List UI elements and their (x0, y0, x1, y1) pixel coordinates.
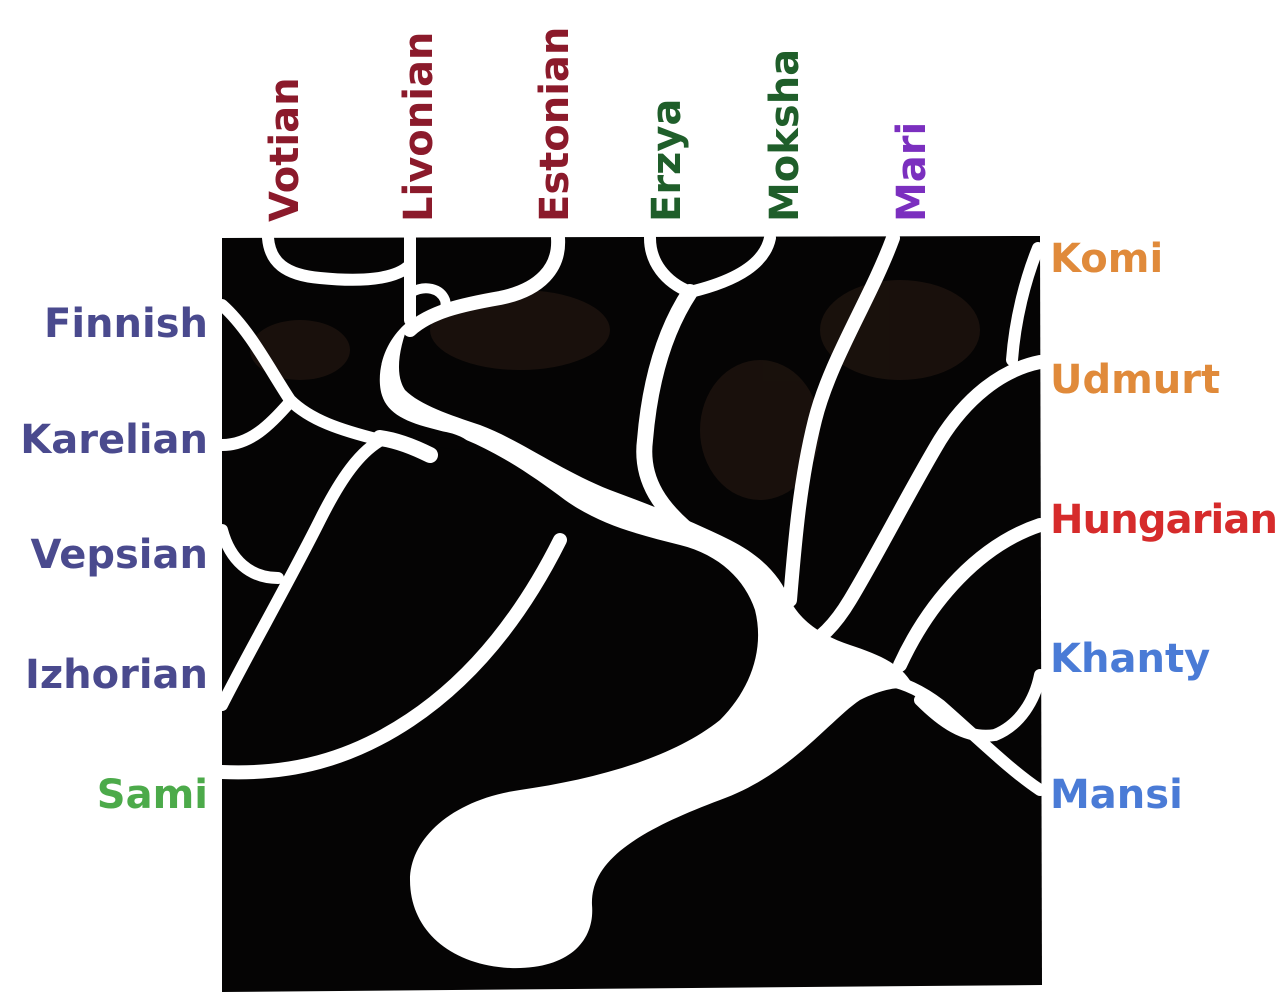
language-label-hungarian: Hungarian (1050, 497, 1278, 543)
language-label-moksha: Moksha (762, 49, 808, 222)
language-label-khanty: Khanty (1050, 636, 1210, 682)
top-labels: Votian Livonian Estonian Erzya Moksha Mari (262, 27, 935, 222)
language-label-finnish: Finnish (44, 301, 208, 347)
language-label-estonian: Estonian (532, 27, 578, 222)
language-label-livonian: Livonian (396, 32, 442, 222)
language-label-votian: Votian (262, 77, 308, 222)
language-label-udmurt: Udmurt (1050, 357, 1220, 403)
language-label-mari: Mari (889, 122, 935, 222)
language-label-sami: Sami (97, 772, 208, 818)
language-label-mansi: Mansi (1050, 772, 1183, 818)
language-label-izhorian: Izhorian (25, 652, 208, 698)
language-label-karelian: Karelian (20, 417, 208, 463)
language-label-komi: Komi (1050, 236, 1163, 282)
language-label-erzya: Erzya (644, 99, 690, 222)
language-label-vepsian: Vepsian (30, 532, 208, 578)
